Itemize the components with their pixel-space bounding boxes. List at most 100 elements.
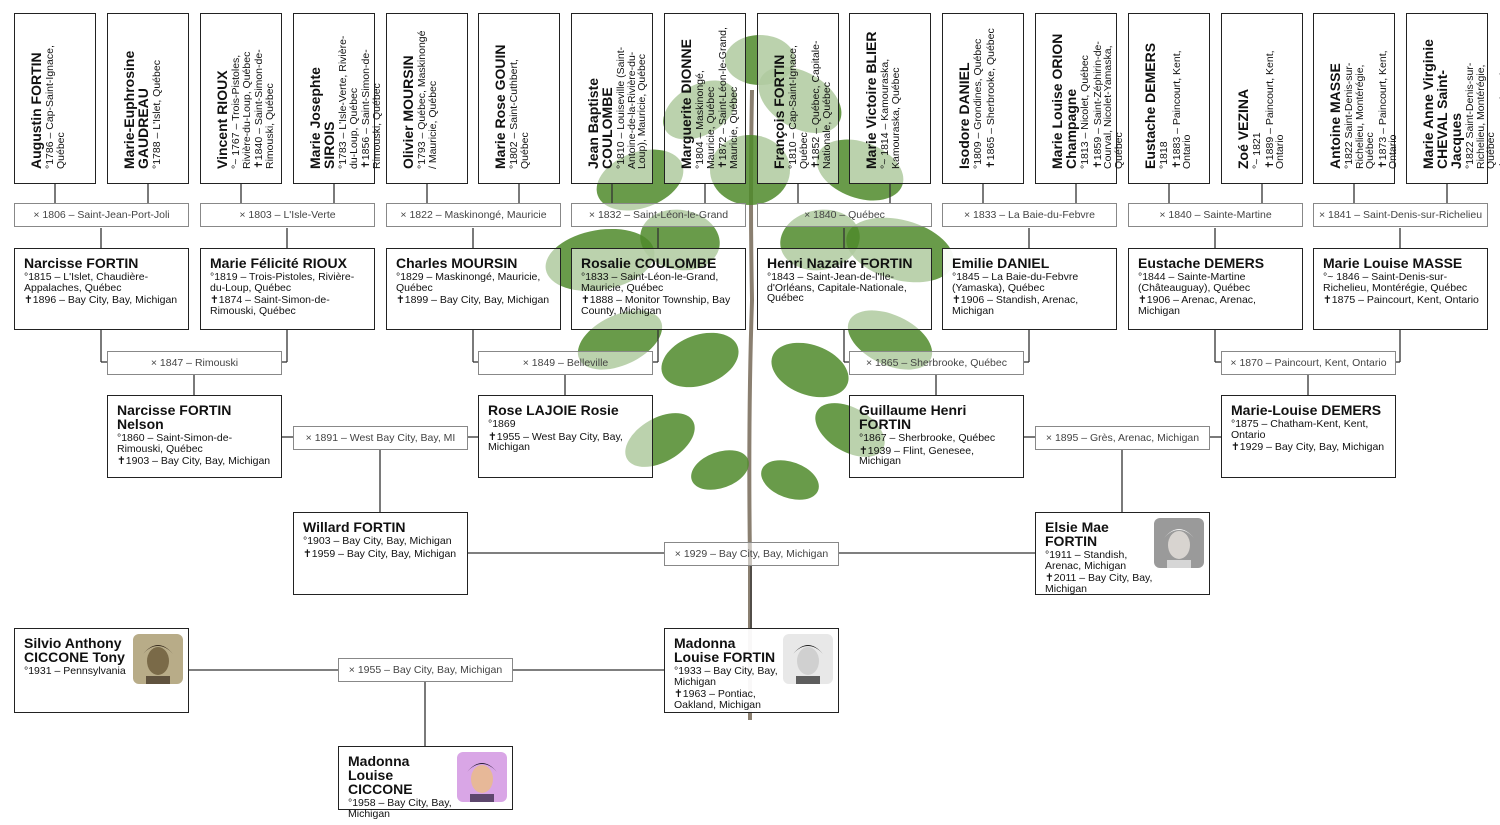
elderly-woman-photo <box>1154 518 1204 568</box>
death-info: ✝1959 – Bay City, Bay, Michigan <box>303 547 457 560</box>
ancestor-card[interactable]: Vincent RIOUX°~ 1767 – Trois-Pistoles, R… <box>200 13 282 184</box>
birth-info: °1845 – La Baie-du-Febvre (Yamaska), Qué… <box>952 271 1079 294</box>
person-card[interactable]: Eustache DEMERS°1844 – Sainte-Martine (C… <box>1128 248 1303 330</box>
birth-info: °1829 – Maskinongé, Mauricie, Québec <box>396 271 541 294</box>
person-card[interactable]: Marie Félicité RIOUX°1819 – Trois-Pistol… <box>200 248 375 330</box>
person-card[interactable]: Guillaume Henri FORTIN°1867 – Sherbrooke… <box>849 395 1024 478</box>
person-name: Marie Félicité RIOUX <box>210 255 347 271</box>
death-info: ✝1889 – Paincourt, Kent, Ontario <box>1263 50 1287 169</box>
person-card[interactable]: Henri Nazaire FORTIN°1843 – Saint-Jean-d… <box>757 248 932 330</box>
person-name: Vincent RIOUX <box>214 70 230 169</box>
person-card[interactable]: Rosalie COULOMBE°1833 – Saint-Léon-le-Gr… <box>571 248 746 330</box>
death-info: ✝1899 – Bay City, Bay, Michigan <box>396 294 550 306</box>
person-name: Marie Louise MASSE <box>1323 255 1463 271</box>
person-name: Marie Anne Virginie CHEVAL Saint-Jacques <box>1420 39 1464 169</box>
birth-info: °1833 – Saint-Léon-le-Grand, Mauricie, Q… <box>581 271 719 294</box>
marriage-label: × 1832 – Saint-Léon-le-Grand <box>571 203 746 227</box>
person-card[interactable]: Emilie DANIEL°1845 – La Baie-du-Febvre (… <box>942 248 1117 330</box>
person-name: Eustache DEMERS <box>1142 42 1158 169</box>
person-card[interactable]: Marie Louise MASSE°~ 1846 – Saint-Denis-… <box>1313 248 1488 330</box>
person-card[interactable]: Charles MOURSIN°1829 – Maskinongé, Mauri… <box>386 248 561 330</box>
death-info: ✝1888 – Monitor Township, Bay County, Mi… <box>581 294 731 317</box>
death-info: ✝1955 – West Bay City, Bay, Michigan <box>488 430 623 453</box>
ancestor-card[interactable]: Marie Josephte SIROIS°1783 – L'Isle-Vert… <box>293 13 383 184</box>
ancestor-card[interactable]: Marie-Euphrosine GAUDREAU°1788 – L'Islet… <box>107 13 189 184</box>
person-name: Marguerite DIONNE <box>678 39 694 169</box>
person-name: Marie-Louise DEMERS <box>1231 402 1382 418</box>
person-name: Marie Rose GOUIN <box>492 44 508 169</box>
person-card[interactable]: Rose LAJOIE Rosie°1869✝1955 – West Bay C… <box>478 395 653 478</box>
person-card[interactable]: Marie-Louise DEMERS°1875 – Chatham-Kent,… <box>1221 395 1396 478</box>
person-name: Madonna Louise CICCONE <box>348 753 413 797</box>
person-card[interactable]: Madonna Louise FORTIN°1933 – Bay City, B… <box>664 628 839 713</box>
death-info: ✝1856 – Saint-Simon-de-Rimouski, Québec <box>360 49 383 169</box>
marriage-label: × 1822 – Maskinongé, Mauricie <box>386 203 561 227</box>
person-name: Augustin FORTIN <box>28 52 44 169</box>
person-name: Olivier MOURSIN <box>400 55 416 169</box>
birth-info: °1786 – Cap-Saint-Ignace, Québec <box>44 45 67 169</box>
death-info: ✝1859 – Saint-Zéphirin-de-Courval, Nicol… <box>1091 41 1125 169</box>
birth-info: °1810 – Cap-Saint-Ignace, Québec <box>787 45 810 169</box>
person-name: Isodore DANIEL <box>956 62 972 169</box>
death-info: ✝1872 – Saint-Léon-le-Grand, Mauricie, Q… <box>717 27 740 169</box>
person-card[interactable]: Madonna Louise CICCONE°1958 – Bay City, … <box>338 746 513 819</box>
birth-info: °1809 – Grondines, Québec <box>972 38 984 169</box>
person-card[interactable]: Willard FORTIN°1903 – Bay City, Bay, Mic… <box>293 512 468 595</box>
person-name: Eustache DEMERS <box>1138 255 1265 271</box>
person-name: Antoine MASSE <box>1327 63 1343 169</box>
marriage-label: × 1929 – Bay City, Bay, Michigan <box>664 542 839 566</box>
person-name: Madonna Louise FORTIN <box>674 635 776 665</box>
ancestor-card[interactable]: François FORTIN°1810 – Cap-Saint-Ignace,… <box>757 13 839 184</box>
marriage-label: × 1847 – Rimouski <box>107 351 282 375</box>
death-info: ✝1873 – Paincourt, Kent, Ontario <box>1376 50 1400 169</box>
ancestor-card[interactable]: Olivier MOURSIN°1793 – Québec, Maskinong… <box>386 13 468 184</box>
person-card[interactable]: Silvio Anthony CICCONE Tony°1931 – Penns… <box>14 628 189 713</box>
birth-info: °1804 – Maskinongé, Mauricie, Québec <box>694 70 717 169</box>
ancestor-card[interactable]: Marie Louise ORION Champagne°1813 – Nico… <box>1035 13 1125 184</box>
birth-info: °1958 – Bay City, Bay, Michigan <box>348 797 452 820</box>
person-card[interactable]: Narcisse FORTIN Nelson°1860 – Saint-Simo… <box>107 395 282 478</box>
ancestor-card[interactable]: Jean Baptiste COULOMBE°1810 – Louisevill… <box>571 13 653 184</box>
marriage-label: × 1849 – Belleville <box>478 351 653 375</box>
person-name: Elsie Mae FORTIN <box>1045 519 1109 549</box>
person-name: Marie-Euphrosine GAUDREAU <box>121 50 151 169</box>
birth-info: °~ 1821 <box>1251 132 1263 169</box>
birth-info: °1822 Saint-Denis-sur-Richelieu, Montéré… <box>1343 62 1376 169</box>
ancestor-card[interactable]: Marie Victoire BLIER°~ 1814 – Kamouraska… <box>849 13 931 184</box>
person-name: Rosalie COULOMBE <box>581 255 717 271</box>
person-name: Marie Victoire BLIER <box>863 31 879 169</box>
person-name: Rose LAJOIE Rosie <box>488 402 619 418</box>
ancestor-card[interactable]: Antoine MASSE°1822 Saint-Denis-sur-Riche… <box>1313 13 1399 184</box>
person-card[interactable]: Elsie Mae FORTIN°1911 – Standish, Arenac… <box>1035 512 1210 595</box>
death-info: ✝1906 – Arenac, Arenac, Michigan <box>1138 294 1256 317</box>
ancestor-card[interactable]: Marguerite DIONNE°1804 – Maskinongé, Mau… <box>664 13 746 184</box>
birth-info: °1933 – Bay City, Bay, Michigan <box>674 665 778 688</box>
ancestor-card[interactable]: Augustin FORTIN°1786 – Cap-Saint-Ignace,… <box>14 13 96 184</box>
marriage-label: × 1806 – Saint-Jean-Port-Joli <box>14 203 189 227</box>
person-name: Guillaume Henri FORTIN <box>859 402 967 432</box>
death-info: ✝1883 – Paincourt, Kent, Ontario <box>1170 50 1194 169</box>
death-info: ✝1874 – Saint-Simon-de-Rimouski, Québec <box>210 294 330 317</box>
death-info: ✝2011 – Bay City, Bay, Michigan <box>1045 572 1153 595</box>
ancestor-card[interactable]: Isodore DANIEL°1809 – Grondines, Québec✝… <box>942 13 1024 184</box>
birth-info: °1815 – L'Islet, Chaudière-Appalaches, Q… <box>24 271 149 294</box>
person-name: Henri Nazaire FORTIN <box>767 255 913 271</box>
birth-info: °1903 – Bay City, Bay, Michigan <box>303 535 452 547</box>
death-info: ✝1929 – Bay City, Bay, Michigan <box>1231 441 1385 453</box>
birth-info: °1844 – Sainte-Martine (Châteauguay), Qu… <box>1138 271 1251 294</box>
birth-info: °1822 Saint-Denis-sur-Richelieu, Montéré… <box>1464 62 1497 169</box>
ancestor-card[interactable]: Zoé VEZINA°~ 1821✝1889 – Paincourt, Kent… <box>1221 13 1303 184</box>
marriage-label: × 1841 – Saint-Denis-sur-Richelieu <box>1313 203 1488 227</box>
death-info: ✝1875 – Paincourt, Kent, Ontario <box>1323 294 1479 306</box>
ancestor-card[interactable]: Marie Anne Virginie CHEVAL Saint-Jacques… <box>1406 13 1500 184</box>
birth-info: °1793 – Québec, Maskinongé / Mauricie, Q… <box>416 30 439 169</box>
marriage-label: × 1895 – Grès, Arenac, Michigan <box>1035 426 1210 450</box>
person-card[interactable]: Narcisse FORTIN°1815 – L'Islet, Chaudièr… <box>14 248 189 330</box>
ancestor-card[interactable]: Eustache DEMERS°1818✝1883 – Paincourt, K… <box>1128 13 1210 184</box>
oak-leaf <box>761 460 819 500</box>
person-name: Charles MOURSIN <box>396 255 518 271</box>
birth-info: °1875 – Chatham-Kent, Kent, Ontario <box>1231 418 1369 441</box>
death-info: ✝1865 – Sherbrooke, Québec <box>984 28 997 169</box>
ancestor-card[interactable]: Marie Rose GOUIN°1802 – Saint-Cuthbert, … <box>478 13 560 184</box>
